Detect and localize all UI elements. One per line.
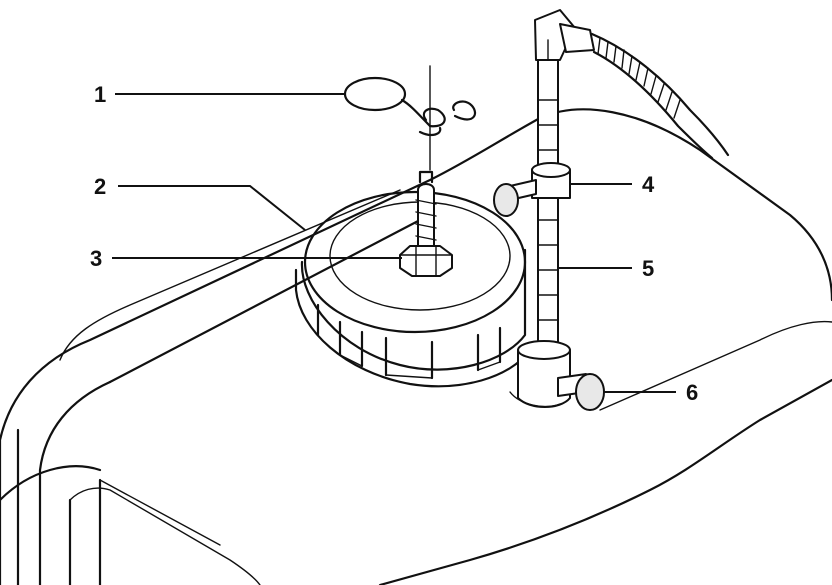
elbow-connector xyxy=(534,9,595,61)
canister-body xyxy=(0,108,832,585)
coiled-cable xyxy=(590,32,730,160)
lower-base-clamp xyxy=(509,340,605,411)
callout-5: 5 xyxy=(642,256,654,281)
leader-line-2 xyxy=(118,185,306,231)
callout-4: 4 xyxy=(642,172,655,197)
upper-collar-clamp xyxy=(493,162,571,217)
leader-lines xyxy=(112,93,676,393)
hose-barb-fitting xyxy=(399,170,453,277)
callout-6: 6 xyxy=(686,380,698,405)
spring-clip-ring xyxy=(343,65,477,171)
cap-knurling xyxy=(316,303,502,380)
callout-labels: 1 2 3 4 5 6 xyxy=(90,82,698,405)
canister-cap xyxy=(294,190,532,388)
callout-2: 2 xyxy=(94,174,106,199)
callout-1: 1 xyxy=(94,82,106,107)
callout-3: 3 xyxy=(90,246,102,271)
